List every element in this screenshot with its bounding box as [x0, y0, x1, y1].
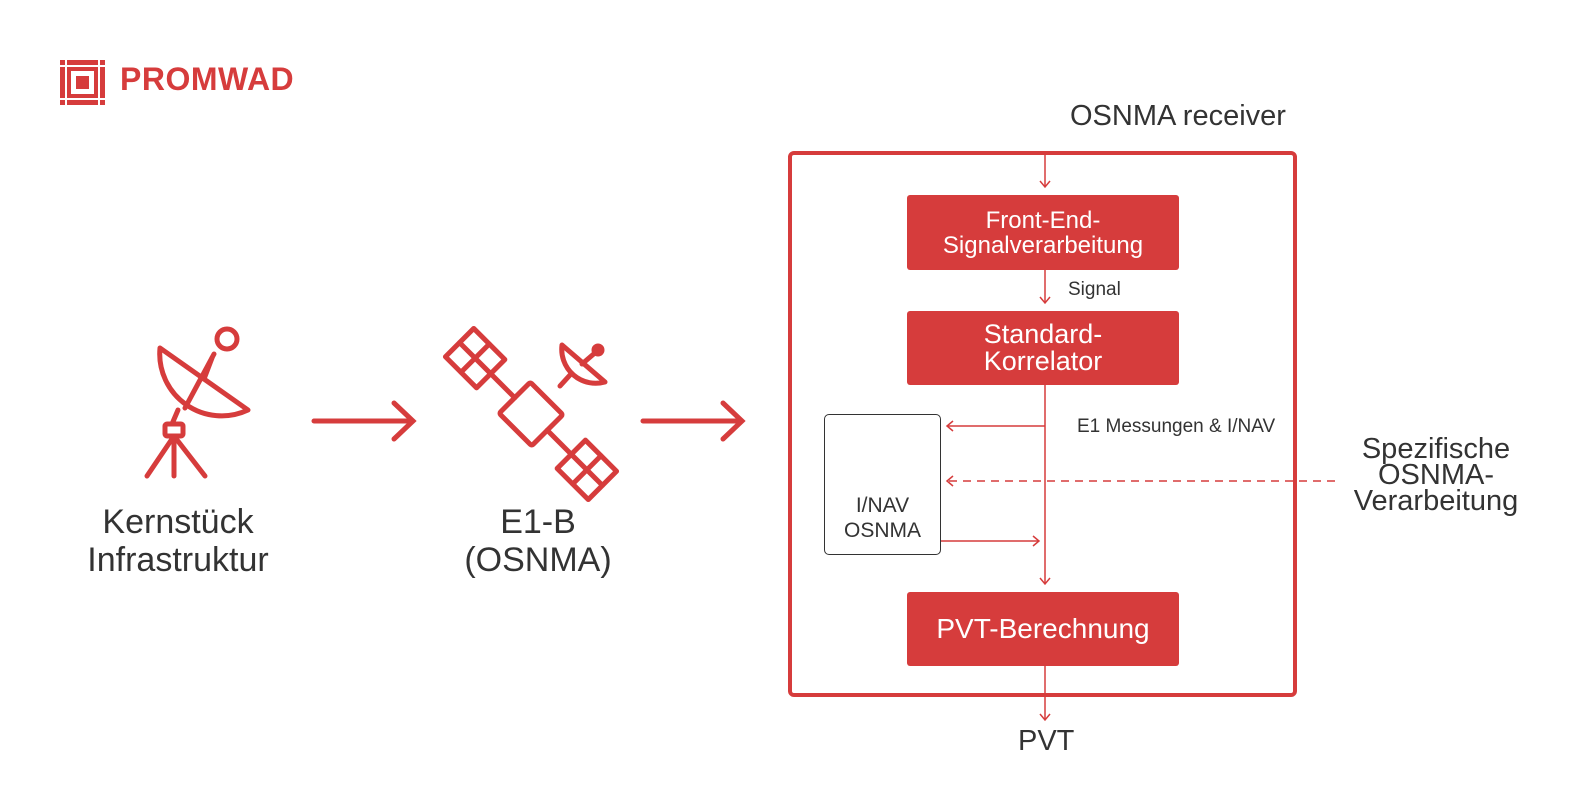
side-line: Spezifische: [1361, 433, 1511, 465]
receiver-frame: [788, 151, 1297, 697]
signal-label: Signal: [1068, 279, 1121, 300]
box-line: Front-End-: [985, 206, 1101, 234]
inav-osnma-label: I/NAV OSNMA: [824, 493, 941, 543]
box-line: Standard-: [983, 319, 1103, 349]
front-end-box: Front-End- Signalverarbeitung: [907, 195, 1179, 270]
side-line: Verarbeitung: [1353, 485, 1519, 517]
satellite-dish-icon: [144, 326, 251, 479]
arrow-satellite-to-receiver: [640, 400, 746, 442]
receiver-flow-arrows: [939, 153, 1051, 722]
side-line: OSNMA-: [1378, 459, 1494, 491]
satellite-icon: [442, 325, 620, 503]
receiver-title: OSNMA receiver: [1070, 100, 1286, 132]
pvt-output-label: PVT: [1018, 725, 1075, 757]
external-dashed-arrow: [945, 475, 1335, 487]
chip-icon: [60, 60, 105, 105]
caption-line: Infrastruktur: [87, 541, 269, 579]
inav-line: OSNMA: [843, 519, 921, 542]
box-line: PVT-Berechnung: [936, 613, 1150, 644]
pvt-calculation-box: PVT-Berechnung: [907, 592, 1179, 666]
source-caption-infrastructure: Kernstück Infrastruktur: [60, 503, 296, 579]
logo-text: PROMWAD: [120, 61, 295, 97]
arrow-dish-to-satellite: [311, 400, 417, 442]
box-line: Korrelator: [983, 346, 1103, 376]
inav-line: I/NAV: [855, 494, 910, 517]
source-caption-satellite: E1-B (OSNMA): [440, 503, 636, 579]
box-line: Signalverarbeitung: [942, 231, 1144, 259]
caption-line: Kernstück: [102, 503, 254, 541]
caption-line: E1-B: [500, 503, 576, 541]
caption-line: (OSNMA): [464, 541, 612, 579]
inav-osnma-box: [824, 414, 941, 555]
measurements-label: E1 Messungen & I/NAV: [1077, 416, 1276, 437]
external-processing-label: Spezifische OSNMA- Verarbeitung: [1336, 433, 1536, 517]
correlator-box: Standard- Korrelator: [907, 311, 1179, 385]
